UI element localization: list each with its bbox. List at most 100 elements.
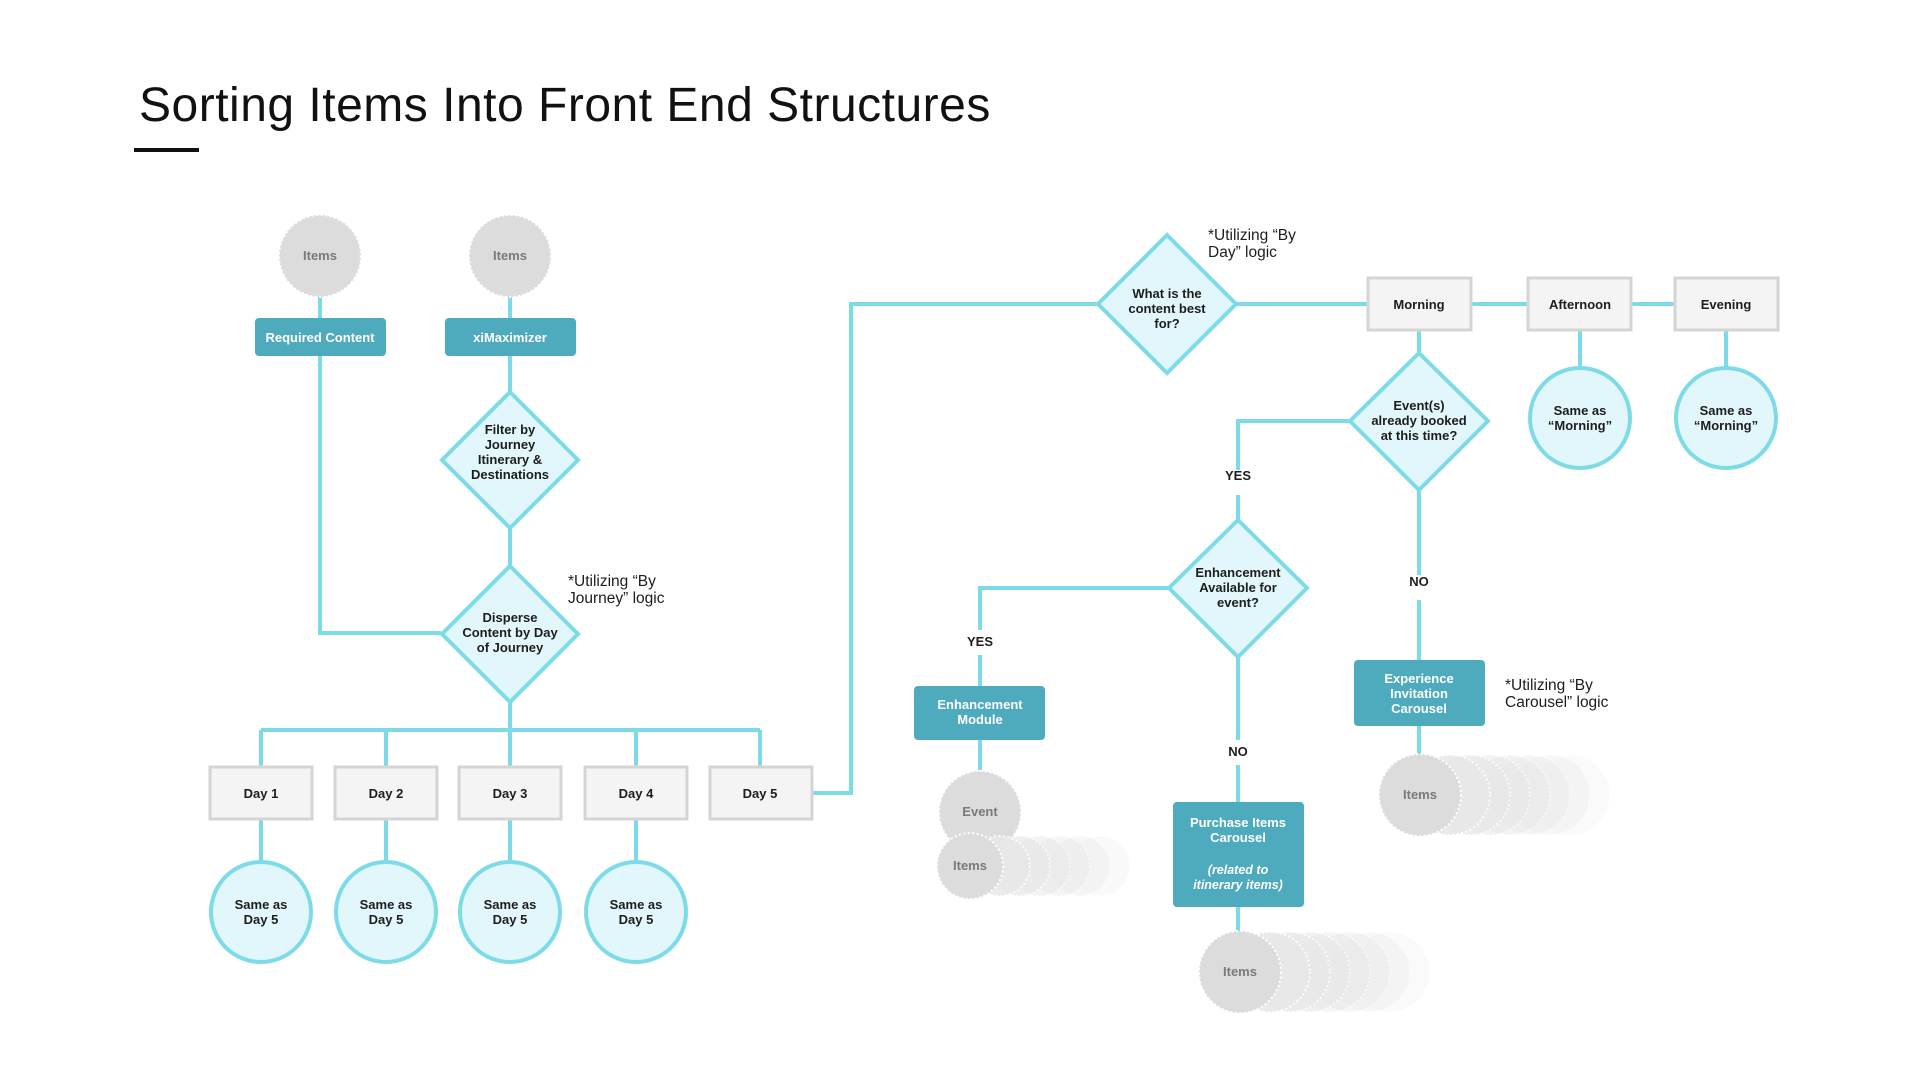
- svg-text:Required Content: Required Content: [265, 330, 375, 345]
- svg-text:Module: Module: [957, 712, 1003, 727]
- svg-text:Day 3: Day 3: [493, 786, 528, 801]
- same-as-day5-circle-3: Same as Day 5: [458, 860, 562, 964]
- svg-text:Carousel” logic: Carousel” logic: [1505, 694, 1609, 711]
- svg-text:Day” logic: Day” logic: [1208, 244, 1277, 261]
- items-source-right-label: Items: [493, 248, 527, 263]
- event-item-stack: Event: [938, 770, 1022, 854]
- svg-text:Event: Event: [962, 804, 998, 819]
- same-as-day5-circle-4: Same as Day 5: [584, 860, 688, 964]
- svg-text:“Morning”: “Morning”: [1694, 418, 1758, 433]
- note-by-carousel: *Utilizing “By Carousel” logic: [1505, 677, 1609, 711]
- svg-text:Enhancement: Enhancement: [1195, 565, 1281, 580]
- svg-text:Day 5: Day 5: [743, 786, 778, 801]
- svg-text:Carousel: Carousel: [1210, 830, 1266, 845]
- svg-text:Enhancement: Enhancement: [937, 697, 1023, 712]
- svg-text:Available for: Available for: [1199, 580, 1277, 595]
- svg-text:Event(s): Event(s): [1393, 398, 1444, 413]
- page-title: Sorting Items Into Front End Structures: [139, 79, 991, 132]
- svg-text:(related to: (related to: [1208, 863, 1269, 877]
- svg-text:Purchase Items: Purchase Items: [1190, 815, 1286, 830]
- day-4-box: Day 4: [583, 765, 689, 821]
- svg-text:Items: Items: [1223, 964, 1257, 979]
- time-afternoon-box: Afternoon: [1526, 276, 1633, 332]
- svg-text:What is the: What is the: [1132, 286, 1201, 301]
- decision-filter: Filter by Journey Itinerary & Destinatio…: [439, 389, 581, 531]
- enhancement-items-stack: Items: [936, 832, 1131, 900]
- branch-label-yes-events: YES: [1225, 468, 1251, 483]
- svg-text:Experience: Experience: [1384, 671, 1453, 686]
- decision-content-best: What is the content best for?: [1095, 232, 1239, 376]
- day-3-box: Day 3: [457, 765, 563, 821]
- day-2-box: Day 2: [333, 765, 439, 821]
- svg-text:Same as: Same as: [484, 897, 537, 912]
- svg-text:Journey: Journey: [485, 437, 536, 452]
- enhancement-module-box: Enhancement Module: [914, 686, 1045, 740]
- svg-text:Same as: Same as: [235, 897, 288, 912]
- svg-text:Day 5: Day 5: [369, 912, 404, 927]
- svg-text:event?: event?: [1217, 595, 1259, 610]
- same-as-day5-circle-2: Same as Day 5: [334, 860, 438, 964]
- purchase-items-carousel-box: Purchase Items Carousel (related to itin…: [1173, 802, 1304, 907]
- decision-disperse: Disperse Content by Day of Journey: [439, 563, 581, 705]
- decision-events-booked: Event(s) already booked at this time?: [1347, 350, 1491, 493]
- svg-text:Day 5: Day 5: [244, 912, 279, 927]
- svg-text:itinerary items): itinerary items): [1193, 878, 1283, 892]
- svg-text:of Journey: of Journey: [477, 640, 544, 655]
- svg-text:Items: Items: [953, 858, 987, 873]
- svg-text:Journey” logic: Journey” logic: [568, 590, 665, 607]
- svg-text:Day 5: Day 5: [493, 912, 528, 927]
- svg-text:Items: Items: [1403, 787, 1437, 802]
- required-content-box: Required Content: [255, 318, 386, 356]
- svg-text:*Utilizing “By: *Utilizing “By: [1505, 677, 1593, 694]
- svg-text:Same as: Same as: [610, 897, 663, 912]
- decision-enhancement: Enhancement Available for event?: [1166, 517, 1310, 660]
- branch-label-yes-enhancement: YES: [967, 634, 993, 649]
- items-source-right: Items: [468, 214, 552, 298]
- same-as-morning-circle-evening: Same as “Morning”: [1674, 366, 1778, 470]
- svg-text:Destinations: Destinations: [471, 467, 549, 482]
- svg-text:Same as: Same as: [360, 897, 413, 912]
- branch-label-no-events: NO: [1409, 574, 1429, 589]
- svg-text:content best: content best: [1128, 301, 1206, 316]
- connectors: [259, 290, 1728, 945]
- svg-text:Afternoon: Afternoon: [1549, 297, 1611, 312]
- svg-text:Invitation: Invitation: [1390, 686, 1448, 701]
- svg-text:Content by Day: Content by Day: [462, 625, 558, 640]
- svg-text:already booked: already booked: [1371, 413, 1466, 428]
- svg-text:Day 5: Day 5: [619, 912, 654, 927]
- purchase-items-stack: Items: [1198, 930, 1431, 1014]
- svg-text:for?: for?: [1154, 316, 1179, 331]
- svg-text:at this time?: at this time?: [1381, 428, 1458, 443]
- svg-text:Disperse: Disperse: [483, 610, 538, 625]
- note-by-journey: *Utilizing “By Journey” logic: [568, 573, 665, 607]
- experience-invitation-carousel-box: Experience Invitation Carousel: [1354, 660, 1485, 726]
- title-underline: [134, 148, 199, 152]
- svg-text:Morning: Morning: [1393, 297, 1444, 312]
- svg-text:*Utilizing “By: *Utilizing “By: [568, 573, 656, 590]
- same-as-morning-circle-afternoon: Same as “Morning”: [1528, 366, 1632, 470]
- svg-text:xiMaximizer: xiMaximizer: [473, 330, 547, 345]
- experience-items-stack: Items: [1378, 753, 1611, 837]
- same-as-day5-circle-1: Same as Day 5: [209, 860, 313, 964]
- svg-text:Filter by: Filter by: [485, 422, 536, 437]
- day-5-box: Day 5: [708, 765, 814, 821]
- svg-text:“Morning”: “Morning”: [1548, 418, 1612, 433]
- svg-text:Day 4: Day 4: [619, 786, 654, 801]
- svg-text:*Utilizing “By: *Utilizing “By: [1208, 227, 1296, 244]
- svg-text:Carousel: Carousel: [1391, 701, 1447, 716]
- day-1-box: Day 1: [208, 765, 314, 821]
- time-evening-box: Evening: [1673, 276, 1780, 332]
- note-by-day: *Utilizing “By Day” logic: [1208, 227, 1296, 261]
- time-morning-box: Morning: [1366, 276, 1473, 332]
- svg-text:Evening: Evening: [1701, 297, 1752, 312]
- svg-text:Itinerary &: Itinerary &: [478, 452, 542, 467]
- svg-text:Day 1: Day 1: [244, 786, 279, 801]
- items-source-left-label: Items: [303, 248, 337, 263]
- svg-text:Same as: Same as: [1700, 403, 1753, 418]
- items-source-left: Items: [278, 214, 362, 298]
- svg-text:Day 2: Day 2: [369, 786, 404, 801]
- branch-label-no-enhancement: NO: [1228, 744, 1248, 759]
- svg-text:Same as: Same as: [1554, 403, 1607, 418]
- ximaximizer-box: xiMaximizer: [445, 318, 576, 356]
